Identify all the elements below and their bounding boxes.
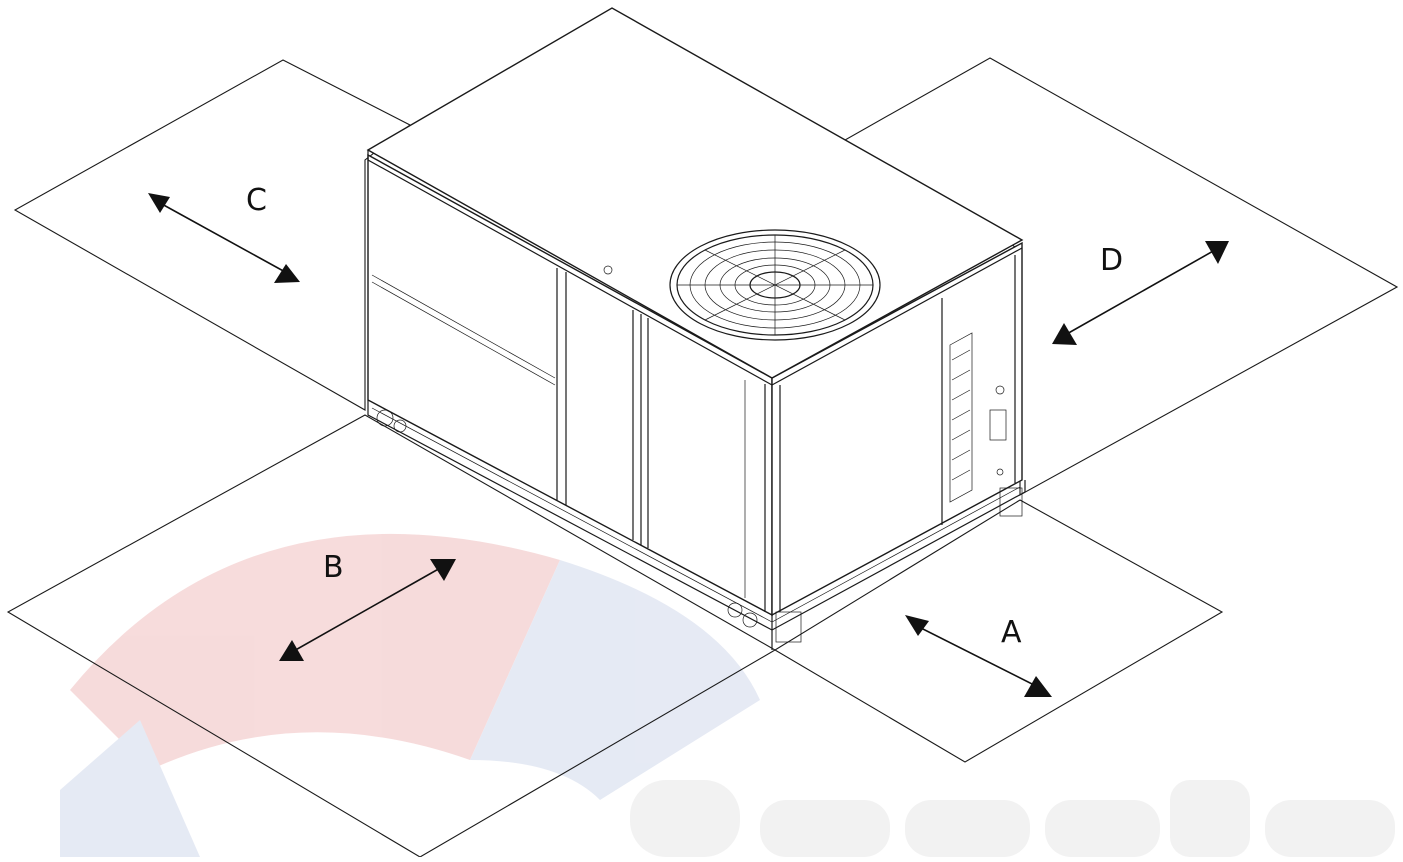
label-b: B [323,550,344,585]
label-d: D [1100,243,1123,278]
arrow-b [279,559,456,661]
arrow-c [148,193,300,283]
unit-top [366,7,1024,379]
arrow-a [905,615,1052,697]
unit-right-face [771,241,1023,617]
watermark-logo-icon [60,533,1395,857]
condenser-fan-icon [669,229,881,341]
label-c: C [246,183,267,218]
clearance-zone-a [773,499,1224,763]
label-a: A [1001,615,1022,650]
arrow-d [1052,241,1229,345]
clearance-zone-c [13,59,412,411]
rooftop-hvac-unit-icon [366,7,1026,650]
louver-vent-icon [949,332,973,503]
